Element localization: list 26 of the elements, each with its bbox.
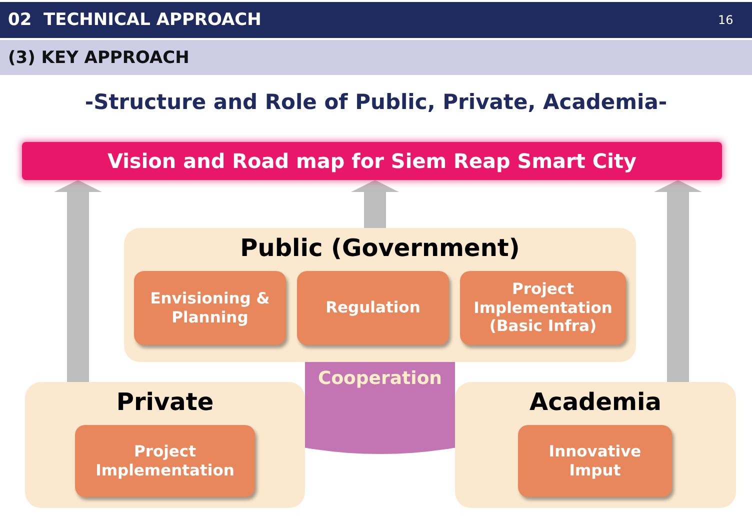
subsection-heading: (3) KEY APPROACH [8,48,190,68]
role-label: Innovative Imput [548,442,642,480]
role-box [75,425,255,497]
role-label: Regulation [324,298,422,318]
diagram-title: -Structure and Role of Public, Private, Academia- [84,90,668,114]
section-heading: 02 TECHNICAL APPROACH [8,10,262,30]
role-label: Project Implementation [94,442,236,480]
sector-panel [25,382,305,508]
page-number: 16 [718,13,734,27]
vision-text: Vision and Road map for Siem Reap Smart City [106,149,638,173]
sector-panel [455,382,736,508]
sector-heading: Private [115,388,215,417]
role-box [460,271,626,345]
role-box [134,271,286,345]
role-box [297,271,449,345]
role-label: Project Implementation (Basic Infra) [472,280,614,336]
arrow [654,180,702,382]
sector-panel [124,228,636,362]
arrow [54,180,102,382]
vision-banner [22,142,722,180]
role-label: Envisioning & Planning [149,289,271,327]
arrow [351,180,399,228]
sector-heading: Academia [528,388,662,417]
cooperation-label: Cooperation [316,368,443,390]
role-box [518,425,672,497]
sector-heading: Public (Government) [239,234,521,263]
